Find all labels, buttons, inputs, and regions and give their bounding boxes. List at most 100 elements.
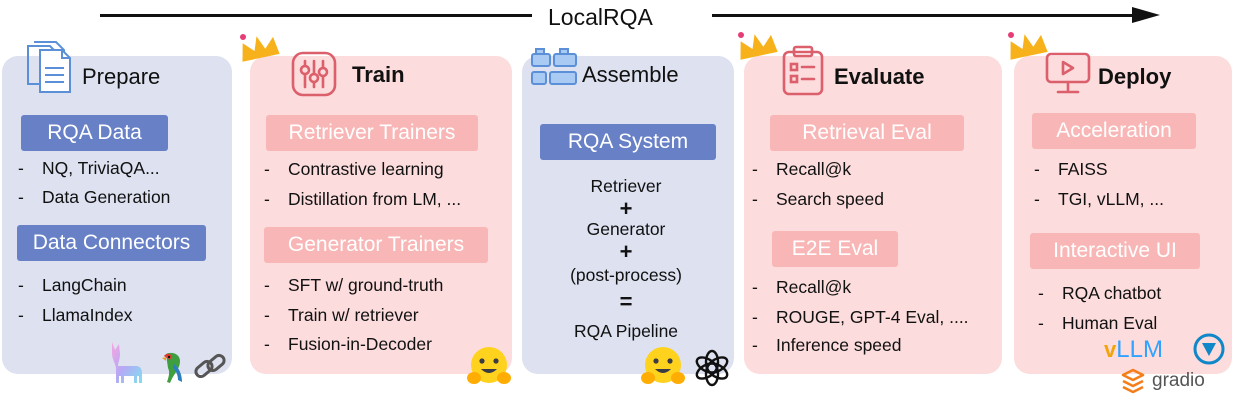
bullet-text: ROUGE, GPT-4 Eval, ....: [776, 307, 969, 327]
bullet-dash: -: [752, 159, 758, 179]
deploy-item: -RQA chatbot: [1038, 283, 1161, 304]
bullet-dash: -: [264, 159, 270, 179]
prepare-item: -LlamaIndex: [18, 305, 132, 326]
prepare-item: -LangChain: [18, 275, 127, 296]
gradio-logo-text: gradio: [1152, 370, 1205, 391]
data-connectors-tag: Data Connectors: [17, 225, 206, 261]
vllm-logo: vLLM: [1104, 338, 1163, 362]
prepare-panel: [2, 56, 232, 374]
train-item: -Distillation from LM, ...: [264, 189, 461, 210]
bullet-dash: -: [264, 189, 270, 209]
bullet-text: LlamaIndex: [42, 305, 133, 325]
deploy-item: -TGI, vLLM, ...: [1034, 189, 1164, 210]
bullet-text: NQ, TriviaQA...: [42, 158, 160, 178]
deploy-heading: Deploy: [1098, 64, 1172, 89]
bullet-dash: -: [752, 335, 758, 355]
crown-icon: [738, 32, 778, 60]
crown-icon: [1008, 32, 1048, 60]
vllm-logo-text: LLM: [1116, 336, 1163, 363]
train-item: -Contrastive learning: [264, 159, 444, 180]
prepare-item: -Data Generation: [18, 187, 170, 208]
bullet-dash: -: [1034, 159, 1040, 179]
bullet-dash: -: [1038, 313, 1044, 333]
bullet-dash: -: [752, 189, 758, 209]
retrieval-eval-tag: Retrieval Eval: [770, 115, 964, 151]
e2e-eval-tag: E2E Eval: [772, 231, 898, 267]
diagram-title: LocalRQA: [548, 4, 653, 30]
bullet-dash: -: [264, 334, 270, 354]
deploy-panel: [1014, 56, 1232, 374]
deploy-item: -Human Eval: [1038, 313, 1157, 334]
bullet-text: Train w/ retriever: [288, 305, 419, 325]
prepare-heading: Prepare: [82, 64, 161, 89]
tgi-logo: [1193, 333, 1225, 365]
bullet-text: LangChain: [42, 275, 127, 295]
bullet-dash: -: [752, 277, 758, 297]
clipboard-icon: [782, 45, 824, 96]
deploy-item: -FAISS: [1034, 159, 1108, 180]
bullet-text: Human Eval: [1062, 313, 1158, 333]
hugging-face-logo: [641, 347, 685, 384]
parrot-logo: [162, 352, 182, 383]
bullet-text: Data Generation: [42, 187, 171, 207]
interactive-ui-tag: Interactive UI: [1030, 233, 1200, 269]
chain-link-logo: [194, 353, 226, 379]
blocks-icon: [531, 48, 577, 85]
train-panel: [250, 56, 512, 374]
bullet-text: Recall@k: [776, 159, 852, 179]
bullet-text: Inference speed: [776, 335, 902, 355]
gradio-logo: [1121, 368, 1145, 394]
evaluate-panel: [744, 56, 1002, 374]
bullet-text: FAISS: [1058, 159, 1108, 179]
acceleration-tag: Acceleration: [1032, 113, 1196, 149]
evaluate-heading: Evaluate: [834, 64, 925, 89]
bullet-text: Fusion-in-Decoder: [288, 334, 432, 354]
openai-logo: [695, 349, 729, 387]
llama-logo: [112, 342, 142, 383]
bullet-dash: -: [1034, 189, 1040, 209]
rqa-data-tag: RQA Data: [21, 115, 168, 151]
workflow-arrow-head: [1132, 7, 1160, 23]
bullet-text: SFT w/ ground-truth: [288, 275, 444, 295]
bullet-text: Contrastive learning: [288, 159, 444, 179]
assemble-panel: [522, 56, 734, 374]
prepare-item: -NQ, TriviaQA...: [18, 158, 160, 179]
sliders-icon: [291, 51, 337, 97]
train-item: -Train w/ retriever: [264, 305, 419, 326]
assemble-operator: +: [619, 239, 633, 264]
bullet-dash: -: [264, 275, 270, 295]
evaluate-item: -Recall@k: [752, 277, 851, 298]
generator-trainers-tag: Generator Trainers: [264, 227, 488, 263]
bullet-dash: -: [18, 305, 24, 325]
crown-icon: [240, 34, 280, 62]
hugging-face-logo: [467, 347, 511, 384]
bullet-text: Search speed: [776, 189, 884, 209]
bullet-dash: -: [18, 187, 24, 207]
train-item: -SFT w/ ground-truth: [264, 275, 443, 296]
assemble-line: (post-process): [570, 265, 682, 285]
assemble-heading: Assemble: [582, 62, 679, 87]
evaluate-item: -ROUGE, GPT-4 Eval, ....: [752, 307, 969, 328]
workflow-arrow-left: [100, 14, 532, 17]
documents-icon: [27, 41, 71, 93]
bullet-dash: -: [18, 275, 24, 295]
bullet-text: Recall@k: [776, 277, 852, 297]
assemble-operator: +: [619, 196, 633, 221]
workflow-arrow-right: [712, 14, 1136, 17]
assemble-line: Retriever: [590, 176, 662, 196]
monitor-play-icon: [1045, 52, 1091, 94]
train-heading: Train: [352, 62, 405, 87]
assemble-line: Generator: [586, 219, 666, 239]
bullet-dash: -: [264, 305, 270, 325]
vllm-logo-v: v: [1104, 337, 1117, 362]
bullet-dash: -: [1038, 283, 1044, 303]
rqa-system-tag: RQA System: [540, 124, 716, 160]
bullet-text: RQA chatbot: [1062, 283, 1162, 303]
evaluate-item: -Recall@k: [752, 159, 851, 180]
assemble-line: RQA Pipeline: [573, 321, 679, 341]
bullet-text: Distillation from LM, ...: [288, 189, 462, 209]
evaluate-item: -Search speed: [752, 189, 884, 210]
train-item: -Fusion-in-Decoder: [264, 334, 432, 355]
assemble-operator: =: [619, 289, 633, 314]
bullet-dash: -: [752, 307, 758, 327]
